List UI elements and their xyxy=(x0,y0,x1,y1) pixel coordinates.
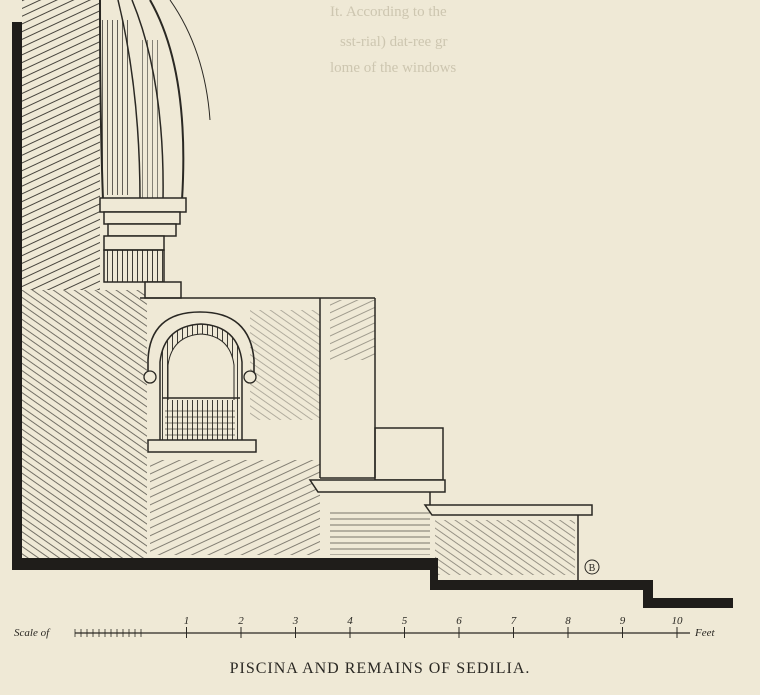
scale-tick-label: 9 xyxy=(620,615,626,627)
piscina-niche xyxy=(143,311,257,453)
scale-right-label: Feet xyxy=(694,627,715,639)
scale-tick-label: 6 xyxy=(456,615,462,627)
capital xyxy=(99,197,187,299)
scale-tick-label: 5 xyxy=(402,615,408,627)
sedilia-steps xyxy=(308,427,593,580)
section-outline xyxy=(12,22,733,608)
bleed-through-text-1: It. According to the xyxy=(330,4,447,20)
scale-tick-label: 3 xyxy=(292,615,299,627)
scale-tick-label: 7 xyxy=(511,615,517,627)
scale-left-label: Scale of xyxy=(14,627,51,639)
wall-hatching xyxy=(22,0,575,575)
bleed-through-text-2: sst-rial) dat-ree gr xyxy=(340,34,448,50)
figure-caption: PISCINA AND REMAINS OF SEDILIA. xyxy=(229,660,531,677)
svg-text:B: B xyxy=(589,563,596,574)
bleed-through-text-3: lome of the windows xyxy=(330,60,457,76)
scale-tick-label: 10 xyxy=(672,615,684,627)
arch-moulding xyxy=(99,0,211,201)
scale-tick-label: 4 xyxy=(347,615,353,627)
scale-bar: Scale of 1 2 3 4 5 6 7 8 9 10 Feet xyxy=(14,615,715,639)
scale-tick-label: 2 xyxy=(238,615,244,627)
scale-tick-label: 8 xyxy=(565,615,571,627)
scale-tick-label: 1 xyxy=(184,615,190,627)
artist-monogram: B xyxy=(584,559,600,575)
